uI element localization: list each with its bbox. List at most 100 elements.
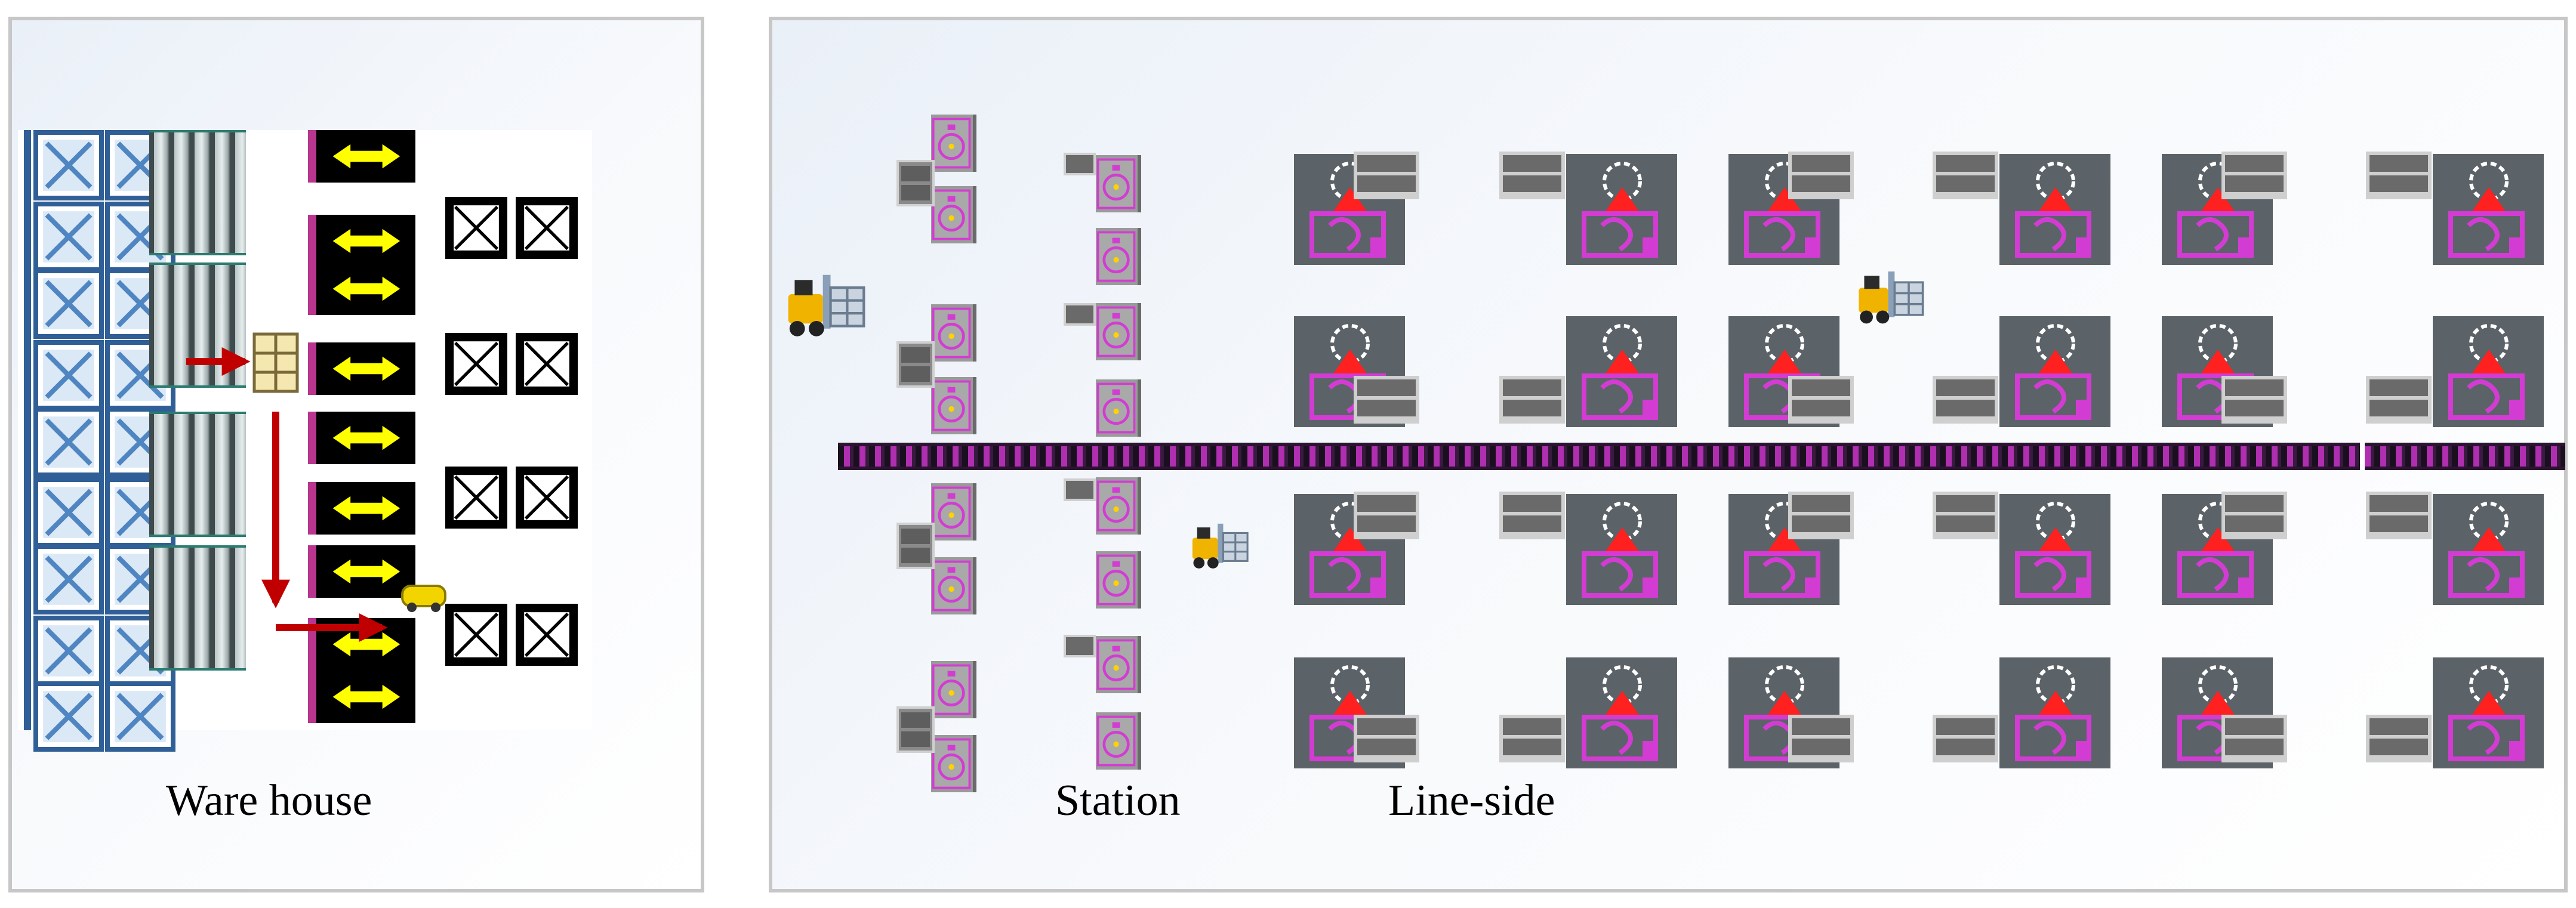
rack-rail — [24, 130, 31, 730]
rack-x-icon — [33, 544, 104, 614]
station-icon — [1096, 228, 1141, 285]
lineside-label: Line-side — [1388, 776, 1555, 825]
crossed-box-icon — [445, 333, 507, 395]
rack-x-icon — [105, 681, 175, 752]
agv-icon — [399, 580, 449, 616]
shelf-tray-icon — [896, 523, 935, 569]
workstation-machine-icon — [1566, 154, 1677, 265]
station-icon — [931, 377, 976, 434]
shelf-tray-icon — [2366, 715, 2432, 762]
roller-conveyor-icon — [149, 412, 246, 537]
double-arrow-dock-icon — [308, 215, 415, 267]
conveyor-gap — [2360, 443, 2365, 470]
workstation-machine-icon — [1728, 657, 1839, 768]
shelf-tray-icon — [1354, 715, 1419, 762]
shelf-tray-icon — [2221, 376, 2287, 424]
forklift-icon — [1849, 266, 1933, 326]
crossed-box-icon — [445, 467, 507, 529]
shelf-tray-icon — [1788, 376, 1854, 424]
shelf-tray-icon — [1499, 492, 1565, 539]
shelf-tray-icon — [2221, 492, 2287, 539]
shelf-tray-icon — [2366, 376, 2432, 424]
station-icon — [931, 304, 976, 362]
workstation-machine-icon — [1999, 316, 2110, 427]
crossed-box-icon — [516, 604, 578, 666]
small-tray-icon — [1064, 153, 1096, 175]
crossed-box-icon — [516, 197, 578, 259]
station-icon — [931, 661, 976, 718]
crossed-box-icon — [516, 333, 578, 395]
rack-x-icon — [33, 202, 104, 272]
station-icon — [1096, 477, 1141, 535]
shelf-tray-icon — [896, 341, 935, 388]
forklift-icon — [1177, 519, 1263, 570]
station-icon — [931, 115, 976, 172]
shelf-tray-icon — [2221, 715, 2287, 762]
shelf-tray-icon — [1354, 152, 1419, 199]
shelf-tray-icon — [1499, 376, 1565, 424]
shelf-tray-icon — [896, 706, 935, 753]
station-icon — [1096, 303, 1141, 360]
double-arrow-dock-icon — [308, 342, 415, 395]
roller-conveyor-icon — [149, 545, 246, 671]
rack-x-icon — [33, 340, 104, 410]
station-icon — [931, 557, 976, 614]
shelf-tray-icon — [2221, 152, 2287, 199]
shelf-tray-icon — [2366, 492, 2432, 539]
shelf-tray-icon — [1933, 492, 1998, 539]
main-conveyor — [838, 443, 2565, 470]
shelf-tray-icon — [1933, 152, 1998, 199]
station-label: Station — [1055, 776, 1181, 825]
shelf-tray-icon — [1788, 492, 1854, 539]
rack-x-icon — [33, 477, 104, 548]
small-tray-icon — [1064, 635, 1096, 657]
warehouse-label: Ware house — [166, 776, 372, 825]
station-icon — [1096, 712, 1141, 770]
workstation-machine-icon — [1999, 494, 2110, 605]
double-arrow-dock-icon — [308, 130, 415, 183]
double-arrow-dock-icon — [308, 671, 415, 723]
flow-arrows — [0, 0, 704, 776]
small-tray-icon — [1064, 478, 1096, 501]
station-icon — [931, 735, 976, 792]
workstation-machine-icon — [1999, 657, 2110, 768]
shelf-tray-icon — [1788, 152, 1854, 199]
roller-conveyor-icon — [149, 130, 246, 255]
shelf-tray-icon — [2366, 152, 2432, 199]
station-icon — [931, 483, 976, 541]
workstation-machine-icon — [2433, 154, 2544, 265]
rack-x-icon — [33, 268, 104, 339]
crossed-box-icon — [445, 604, 507, 666]
station-icon — [1096, 551, 1141, 609]
double-arrow-dock-icon — [308, 482, 415, 535]
workstation-machine-icon — [1566, 494, 1677, 605]
shelf-tray-icon — [1499, 152, 1565, 199]
shelf-tray-icon — [1933, 715, 1998, 762]
rack-x-icon — [33, 130, 104, 200]
station-icon — [1096, 636, 1141, 693]
workstation-machine-icon — [2433, 657, 2544, 768]
workstation-machine-icon — [1728, 494, 1839, 605]
grid-scanner-icon — [252, 332, 300, 397]
workstation-machine-icon — [1566, 657, 1677, 768]
crossed-box-icon — [516, 467, 578, 529]
station-icon — [1096, 379, 1141, 437]
crossed-box-icon — [445, 197, 507, 259]
station-icon — [931, 186, 976, 243]
workstation-machine-icon — [2433, 494, 2544, 605]
double-arrow-dock-icon — [308, 545, 415, 598]
shelf-tray-icon — [1788, 715, 1854, 762]
shelf-tray-icon — [1933, 376, 1998, 424]
double-arrow-dock-icon — [308, 262, 415, 315]
shelf-tray-icon — [896, 160, 935, 206]
rack-x-icon — [33, 681, 104, 752]
rack-x-icon — [33, 407, 104, 477]
double-arrow-dock-icon — [308, 412, 415, 464]
shelf-tray-icon — [1354, 376, 1419, 424]
workstation-machine-icon — [1566, 316, 1677, 427]
small-tray-icon — [1064, 303, 1096, 326]
workstation-machine-icon — [2433, 316, 2544, 427]
forklift-icon — [784, 268, 868, 339]
shelf-tray-icon — [1354, 492, 1419, 539]
